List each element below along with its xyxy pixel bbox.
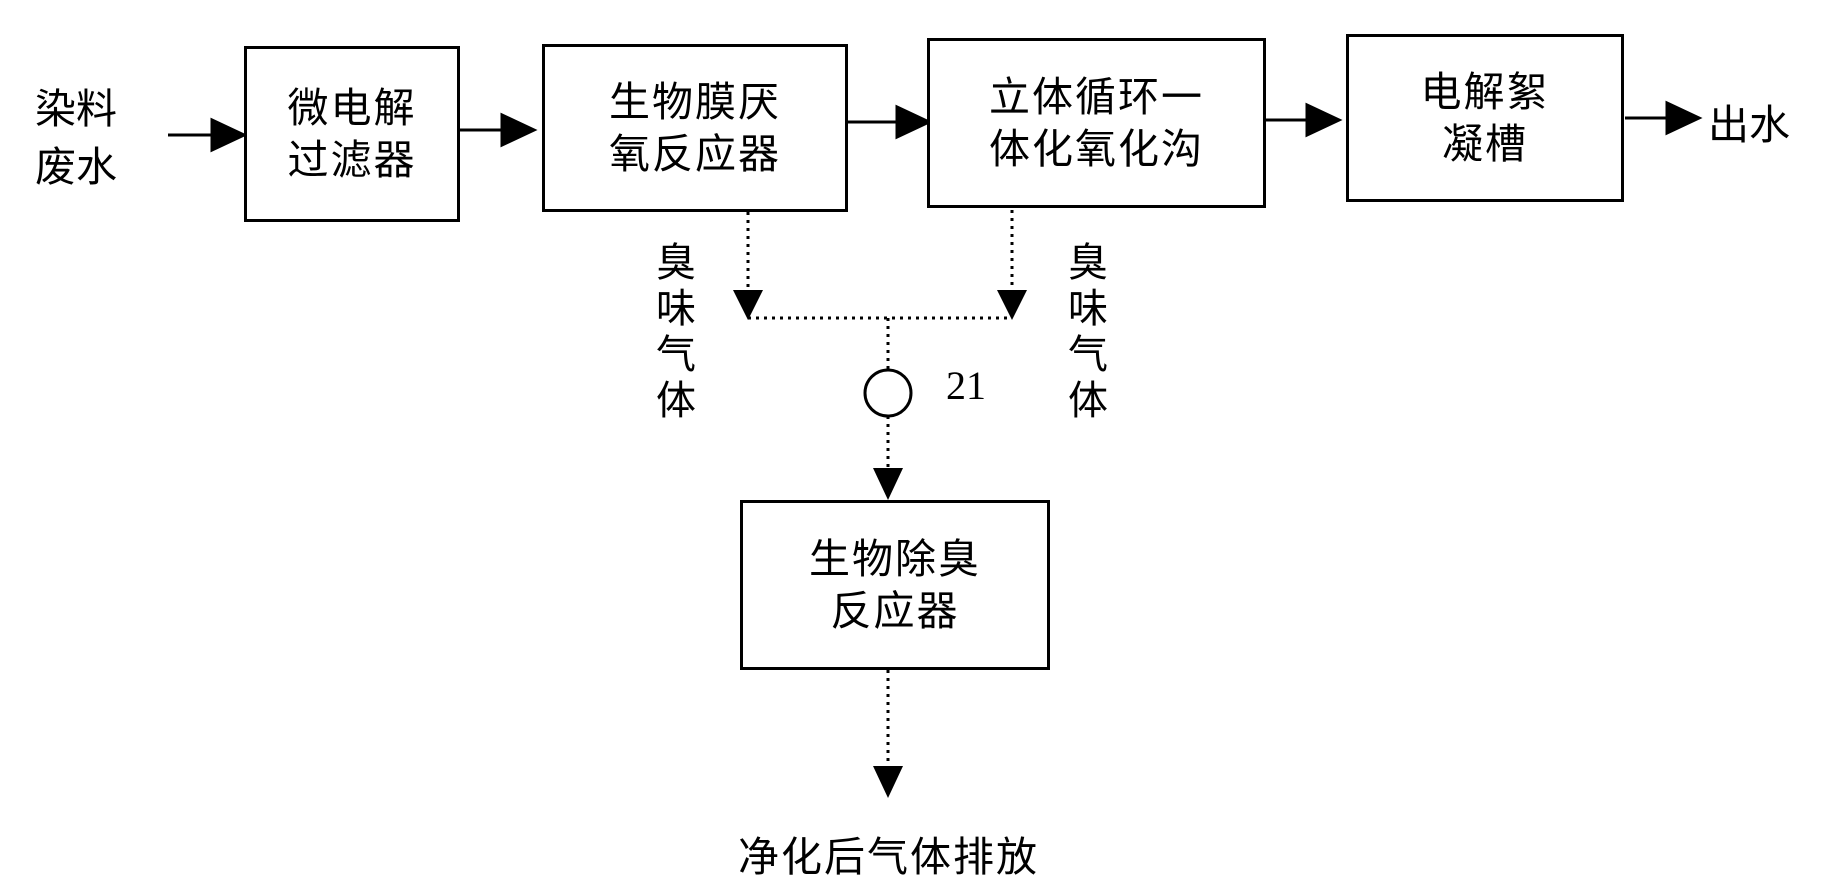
odor-gas-right-char-3: 气 — [1068, 332, 1108, 378]
electro-flocculation-line-2: 凝槽 — [1442, 120, 1528, 168]
bio-deodor-line-1: 生物除臭 — [809, 535, 981, 583]
output-label: 出水 — [1708, 101, 1790, 149]
bio-deodor-line-2: 反应器 — [830, 587, 960, 635]
biofilm-anaerobic-line-2: 氧反应器 — [609, 130, 781, 178]
oxidation-ditch-box: 立体循环一 体化氧化沟 — [927, 38, 1266, 208]
micro-electrolysis-line-2: 过滤器 — [287, 136, 417, 184]
biofilm-anaerobic-reactor-box: 生物膜厌 氧反应器 — [542, 44, 848, 212]
fan-number-label: 21 — [946, 363, 986, 408]
odor-gas-label-right: 臭 味 气 体 — [1066, 240, 1110, 424]
odor-gas-left-char-1: 臭 — [656, 240, 696, 286]
fan-symbol — [863, 368, 913, 418]
oxidation-ditch-line-2: 体化氧化沟 — [989, 125, 1204, 173]
odor-gas-left-char-3: 气 — [656, 332, 696, 378]
bio-deodorization-reactor-box: 生物除臭 反应器 — [740, 500, 1050, 670]
micro-electrolysis-filter-box: 微电解 过滤器 — [244, 46, 460, 222]
source-label: 染料 废水 — [35, 80, 117, 196]
oxidation-ditch-line-1: 立体循环一 — [989, 73, 1204, 121]
biofilm-anaerobic-line-1: 生物膜厌 — [609, 78, 781, 126]
source-label-line-1: 染料 — [35, 85, 117, 133]
odor-gas-left-char-2: 味 — [656, 286, 696, 332]
odor-gas-right-char-4: 体 — [1068, 378, 1108, 424]
electro-flocculation-tank-box: 电解絮 凝槽 — [1346, 34, 1624, 202]
gas-flow-lines — [746, 210, 1014, 768]
odor-gas-left-char-4: 体 — [656, 378, 696, 424]
odor-gas-label-left: 臭 味 气 体 — [654, 240, 698, 424]
odor-gas-right-char-1: 臭 — [1068, 240, 1108, 286]
micro-electrolysis-line-1: 微电解 — [287, 84, 417, 132]
exhaust-label: 净化后气体排放 — [738, 833, 1039, 881]
odor-gas-right-char-2: 味 — [1068, 286, 1108, 332]
electro-flocculation-line-1: 电解絮 — [1420, 68, 1550, 116]
source-label-line-2: 废水 — [35, 143, 117, 191]
water-flow-arrows — [168, 100, 1703, 153]
gas-flow-arrowheads — [733, 290, 1027, 798]
